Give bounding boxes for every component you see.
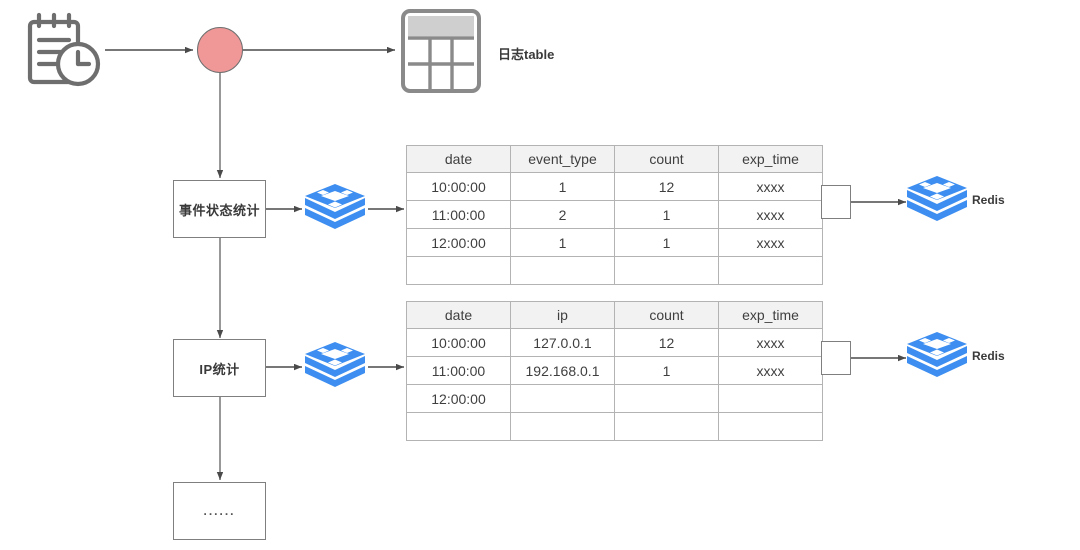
table-cell: 1 <box>614 200 719 229</box>
table-row: 10:00:00 127.0.0.1 12 xxxx <box>406 328 823 357</box>
table-cell <box>718 412 823 441</box>
process-box-ip-stat[interactable]: IP统计 <box>173 339 266 397</box>
event-type-table: date event_type count exp_time 10:00:00 … <box>406 145 823 285</box>
table-cell: xxxx <box>718 356 823 385</box>
table-row: 12:00:00 1 1 xxxx <box>406 228 823 257</box>
ip-table: date ip count exp_time 10:00:00 127.0.0.… <box>406 301 823 441</box>
table-cell: 1 <box>510 228 615 257</box>
table-cell <box>614 412 719 441</box>
table-row: 11:00:00 192.168.0.1 1 xxxx <box>406 356 823 385</box>
table-cell: 12 <box>614 172 719 201</box>
connector-stub-box-2[interactable] <box>821 341 851 375</box>
redis-stack-icon-sink-2 <box>905 329 969 386</box>
table-header-row: date event_type count exp_time <box>406 145 823 173</box>
table-cell: 12:00:00 <box>406 228 511 257</box>
table-cell: xxxx <box>718 200 823 229</box>
table-cell: 192.168.0.1 <box>510 356 615 385</box>
table-header-cell: date <box>406 301 511 329</box>
table-cell: 11:00:00 <box>406 200 511 229</box>
redis-stack-icon-pipeline-1 <box>303 182 367 237</box>
table-cell: 10:00:00 <box>406 172 511 201</box>
table-cell <box>406 256 511 285</box>
table-cell <box>718 256 823 285</box>
table-cell <box>614 256 719 285</box>
table-cell <box>510 256 615 285</box>
table-cell: 2 <box>510 200 615 229</box>
redis-stack-icon-sink-1 <box>905 173 969 230</box>
table-cell <box>510 384 615 413</box>
table-cell: 10:00:00 <box>406 328 511 357</box>
table-header-cell: count <box>614 301 719 329</box>
table-row: 12:00:00 <box>406 384 823 413</box>
table-header-cell: event_type <box>510 145 615 173</box>
table-header-cell: date <box>406 145 511 173</box>
table-cell: 127.0.0.1 <box>510 328 615 357</box>
process-box-event-status-stat[interactable]: 事件状态统计 <box>173 180 266 238</box>
table-cell: 1 <box>510 172 615 201</box>
table-cell: xxxx <box>718 328 823 357</box>
table-header-row: date ip count exp_time <box>406 301 823 329</box>
table-row <box>406 412 823 441</box>
table-cell: 1 <box>614 228 719 257</box>
log-table-label: 日志table <box>498 47 555 62</box>
table-cell <box>614 384 719 413</box>
process-label: 事件状态统计 <box>178 202 260 218</box>
table-cell: xxxx <box>718 172 823 201</box>
table-row: 10:00:00 1 12 xxxx <box>406 172 823 201</box>
table-row <box>406 256 823 285</box>
connector-stub-box-1[interactable] <box>821 185 851 219</box>
process-label: IP统计 <box>199 361 240 377</box>
dispatch-node[interactable] <box>197 27 243 73</box>
redis-sink-label-1: Redis <box>972 193 1005 207</box>
table-cell <box>718 384 823 413</box>
table-cell: 12 <box>614 328 719 357</box>
table-cell <box>406 412 511 441</box>
process-box-more-stat[interactable]: ...... <box>173 482 266 540</box>
table-header-cell: ip <box>510 301 615 329</box>
redis-sink-label-2: Redis <box>972 349 1005 363</box>
table-cell <box>510 412 615 441</box>
table-header-cell: exp_time <box>718 145 823 173</box>
table-icon <box>400 8 482 94</box>
table-cell: 1 <box>614 356 719 385</box>
table-cell: 11:00:00 <box>406 356 511 385</box>
table-row: 11:00:00 2 1 xxxx <box>406 200 823 229</box>
table-cell: xxxx <box>718 228 823 257</box>
clipboard-clock-icon <box>18 10 108 92</box>
table-header-cell: count <box>614 145 719 173</box>
table-cell: 12:00:00 <box>406 384 511 413</box>
process-label: ...... <box>203 504 236 518</box>
redis-stack-icon-pipeline-2 <box>303 340 367 395</box>
table-header-cell: exp_time <box>718 301 823 329</box>
